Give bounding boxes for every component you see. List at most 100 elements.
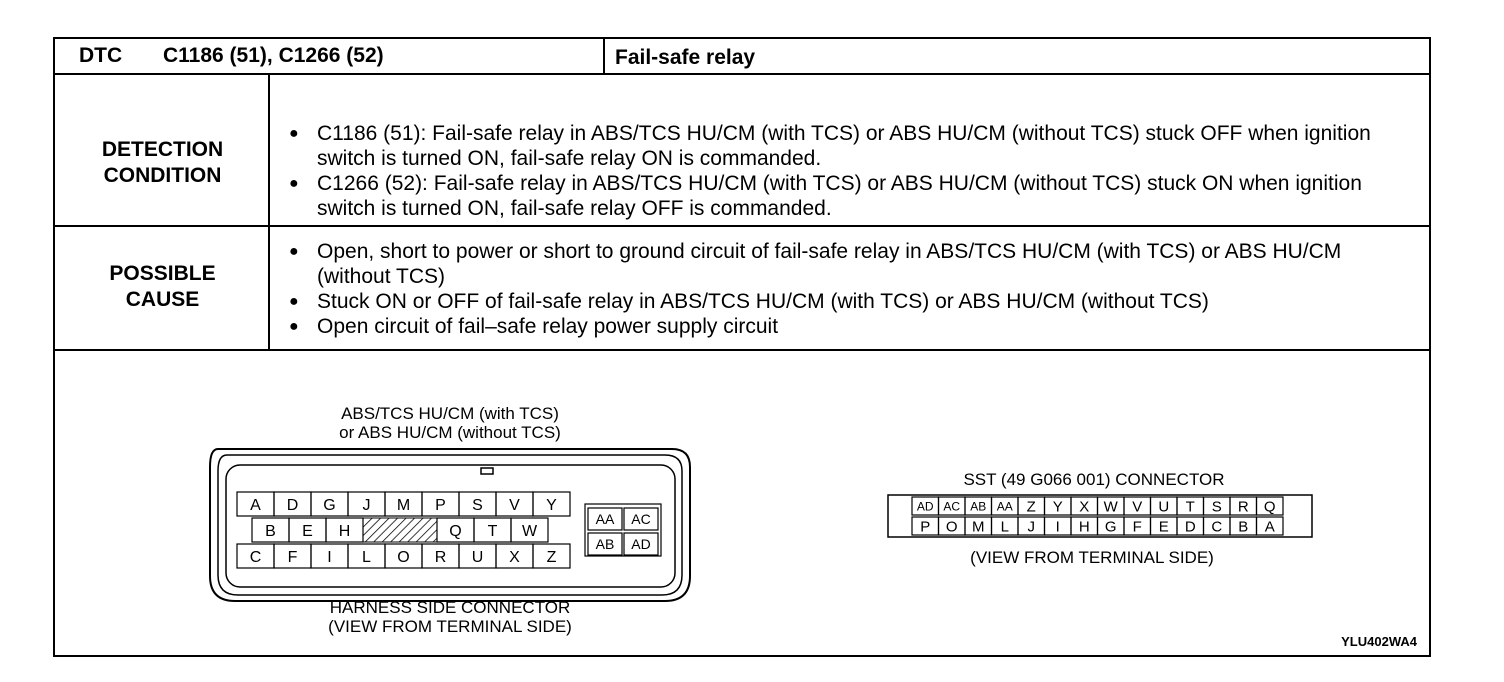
sst-terminal-label: Q <box>1264 498 1276 515</box>
sst-terminal-label: E <box>1159 518 1169 535</box>
harness-side-terminal-label: AD <box>631 536 650 552</box>
cause-item: Stuck ON or OFF of fail-safe relay in AB… <box>283 289 1409 314</box>
cause-list: Open, short to power or short to ground … <box>283 239 1409 339</box>
cause-item: Open circuit of fail–safe relay power su… <box>283 314 1409 339</box>
detection-condition-label: DETECTION CONDITION <box>55 137 270 189</box>
sst-terminal-label: W <box>1104 498 1119 515</box>
label-divider <box>268 75 270 225</box>
sst-terminal-label: H <box>1079 518 1090 535</box>
sst-terminal-label: B <box>1238 518 1248 535</box>
sst-terminal-label: U <box>1158 498 1169 515</box>
harness-terminal-label: R <box>435 549 447 566</box>
sst-terminal-label: S <box>1212 498 1222 515</box>
cause-label-line1: POSSIBLE <box>109 262 216 285</box>
harness-terminal-label: X <box>509 549 520 566</box>
harness-terminal-label: Q <box>449 523 461 540</box>
harness-terminal-label: Y <box>546 497 557 514</box>
harness-side-terminal-label: AB <box>596 536 615 552</box>
label-divider <box>268 227 270 349</box>
harness-terminal-label: Z <box>547 549 557 566</box>
harness-terminal-label: B <box>265 523 276 540</box>
harness-terminal-label: S <box>472 497 483 514</box>
sst-terminal-label: AA <box>997 499 1013 513</box>
dtc-title: Fail-safe relay <box>615 46 756 69</box>
sst-terminal-label: F <box>1133 518 1142 535</box>
dtc-label: DTC <box>79 44 123 67</box>
sst-terminal-label: P <box>920 518 930 535</box>
dtc-codes: C1186 (51), C1266 (52) <box>163 44 384 67</box>
harness-terminal-label: A <box>250 497 261 514</box>
sst-connector-body <box>887 494 1313 538</box>
harness-terminal-label: L <box>362 549 371 566</box>
sst-terminal-box <box>1255 496 1284 516</box>
harness-terminal-label: P <box>435 497 446 514</box>
harness-middle-shell <box>217 454 683 596</box>
harness-side-block-box <box>584 503 662 557</box>
sst-terminal-label: Z <box>1027 498 1036 515</box>
sst-terminal-label: Y <box>1053 498 1063 515</box>
sst-terminal-box <box>1255 516 1284 536</box>
harness-terminal-label: V <box>509 497 520 514</box>
harness-terminal-label: M <box>397 497 410 514</box>
harness-terminal-label: T <box>488 523 498 540</box>
sst-terminal-label: R <box>1238 498 1249 515</box>
cause-item: Open, short to power or short to ground … <box>283 239 1409 289</box>
possible-cause-label: POSSIBLE CAUSE <box>55 261 270 313</box>
sst-terminal-label: AD <box>917 499 934 513</box>
harness-blank-hatch <box>362 517 438 543</box>
sst-terminal-label: X <box>1079 498 1089 515</box>
harness-terminal-box <box>532 543 571 569</box>
harness-terminal-label: F <box>288 549 298 566</box>
detection-label-line1: DETECTION <box>101 138 224 161</box>
harness-outer-shell <box>209 448 691 602</box>
harness-terminal-label: J <box>363 497 371 514</box>
sst-terminal-label: O <box>946 518 958 535</box>
harness-caption-top1: ABS/TCS HU/CM (with TCS) <box>341 404 559 423</box>
harness-caption-bottom1: HARNESS SIDE CONNECTOR <box>330 598 571 617</box>
harness-inner-shell <box>225 464 676 588</box>
sst-terminal-label: A <box>1265 518 1275 535</box>
possible-cause-row: POSSIBLE CAUSE Open, short to power or s… <box>55 227 1429 351</box>
harness-terminal-label: C <box>250 549 262 566</box>
header-row: DTC C1186 (51), C1266 (52) Fail-safe rel… <box>55 39 1429 75</box>
sst-caption: (VIEW FROM TERMINAL SIDE) <box>970 548 1214 567</box>
sst-terminal-label: D <box>1185 518 1196 535</box>
harness-terminal-label: I <box>327 549 331 566</box>
harness-terminal-label: G <box>323 497 335 514</box>
harness-side-terminal-box <box>623 532 659 556</box>
harness-side-terminal-label: AA <box>596 511 615 527</box>
sst-terminal-label: L <box>1001 518 1009 535</box>
harness-side-terminal-box <box>623 507 659 531</box>
header-divider <box>603 39 605 73</box>
harness-terminal-label: D <box>287 497 299 514</box>
harness-terminal-box <box>510 517 549 543</box>
sst-terminal-label: AB <box>970 499 986 513</box>
harness-terminal-label: U <box>472 549 484 566</box>
sst-terminal-label: C <box>1211 518 1222 535</box>
harness-caption-bottom2: (VIEW FROM TERMINAL SIDE) <box>328 617 572 636</box>
detection-item: C1266 (52): Fail-safe relay in ABS/TCS H… <box>283 171 1409 221</box>
detection-condition-row: DETECTION CONDITION C1186 (51): Fail-saf… <box>55 75 1429 227</box>
sst-title: SST (49 G066 001) CONNECTOR <box>963 470 1224 489</box>
connector-diagrams: ABS/TCS HU/CM (with TCS) or ABS HU/CM (w… <box>209 404 1313 636</box>
harness-side-terminal-box <box>587 532 623 556</box>
sst-terminal-label: V <box>1132 498 1142 515</box>
sst-terminal-label: G <box>1105 518 1117 535</box>
harness-latch <box>480 467 494 475</box>
detection-item: C1186 (51): Fail-safe relay in ABS/TCS H… <box>283 121 1409 171</box>
harness-terminal-label: W <box>522 523 538 540</box>
sst-terminal-label: I <box>1056 518 1060 535</box>
harness-caption-top2: or ABS HU/CM (without TCS) <box>339 423 561 442</box>
sst-terminal-label: T <box>1186 498 1195 515</box>
detection-label-line2: CONDITION <box>103 164 222 187</box>
harness-terminal-label: O <box>397 549 409 566</box>
dtc-table: DTC C1186 (51), C1266 (52) Fail-safe rel… <box>53 37 1431 657</box>
detection-list: C1186 (51): Fail-safe relay in ABS/TCS H… <box>283 121 1409 221</box>
figure-code: YLU402WA4 <box>1341 634 1417 649</box>
cause-label-line2: CAUSE <box>125 288 200 311</box>
sst-terminal-label: M <box>972 518 985 535</box>
sst-terminal-label: AC <box>943 499 960 513</box>
